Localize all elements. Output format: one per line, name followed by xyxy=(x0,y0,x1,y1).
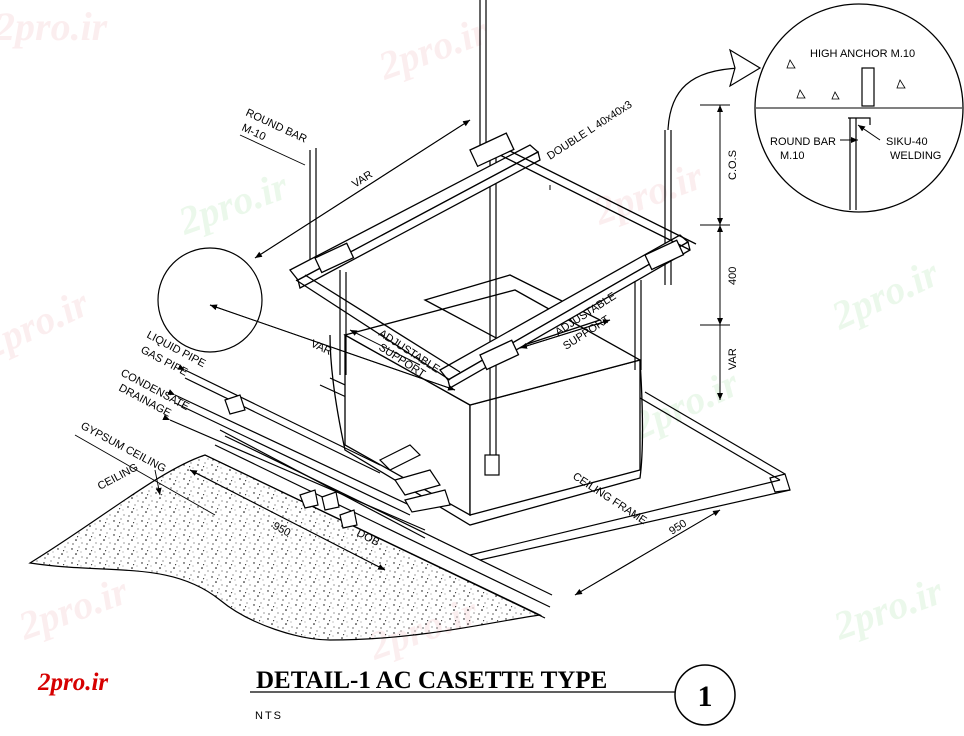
watermark-text: 2pro.ir xyxy=(0,280,96,369)
page-title: DETAIL-1 AC CASETTE TYPE xyxy=(256,667,607,694)
ceiling-hatch xyxy=(28,454,543,641)
high-anchor-label: HIGH ANCHOR M.10 xyxy=(810,48,915,60)
welding-label: WELDING xyxy=(890,150,941,162)
detail-number-circle xyxy=(674,664,736,726)
callout-arrow-head xyxy=(729,48,762,88)
double-l-label: DOUBLE L 40x40x3 xyxy=(545,99,634,163)
detail-number: 1 xyxy=(698,680,713,713)
cos-label: C.O.S xyxy=(727,150,739,180)
round-bar-hangers xyxy=(309,0,672,476)
watermark-text: 2pro.ir xyxy=(827,568,949,649)
watermark-text: 2pro.ir xyxy=(587,153,709,234)
callout-arrow xyxy=(667,67,741,131)
siku-label: SIKU-40 xyxy=(886,136,928,148)
section-callout-circle xyxy=(157,247,263,353)
pipes xyxy=(162,364,451,539)
anchor-detail: HIGH ANCHOR M.10 ROUND BAR M.10 SIKU-40 … xyxy=(754,3,964,213)
dim-400-label: 400 xyxy=(727,267,739,285)
watermark-text: 2pro.ir xyxy=(12,568,134,649)
title-block: 2pro.ir DETAIL-1 AC CASETTE TYPE NTS 1 xyxy=(37,664,736,726)
detail-round-bar-size: M.10 xyxy=(780,150,804,162)
dimension-lines xyxy=(189,104,730,596)
var-top-label: VAR xyxy=(350,169,375,191)
scale-note: NTS xyxy=(255,710,283,722)
detail-round-bar-label: ROUND BAR xyxy=(770,136,836,148)
double-l-frame xyxy=(288,132,697,389)
watermark-text: 2pro.ir xyxy=(0,4,108,49)
logo: 2pro.ir xyxy=(37,669,108,696)
leader-lines xyxy=(74,134,306,516)
watermark-text: 2pro.ir xyxy=(372,8,494,89)
var-right-label: VAR xyxy=(727,348,739,370)
watermark-text: 2pro.ir xyxy=(172,163,294,244)
ceiling-label: CEILING xyxy=(96,461,140,492)
dim-950-right-label: 950 xyxy=(667,517,689,537)
watermark-text: 2pro.ir xyxy=(824,250,946,339)
